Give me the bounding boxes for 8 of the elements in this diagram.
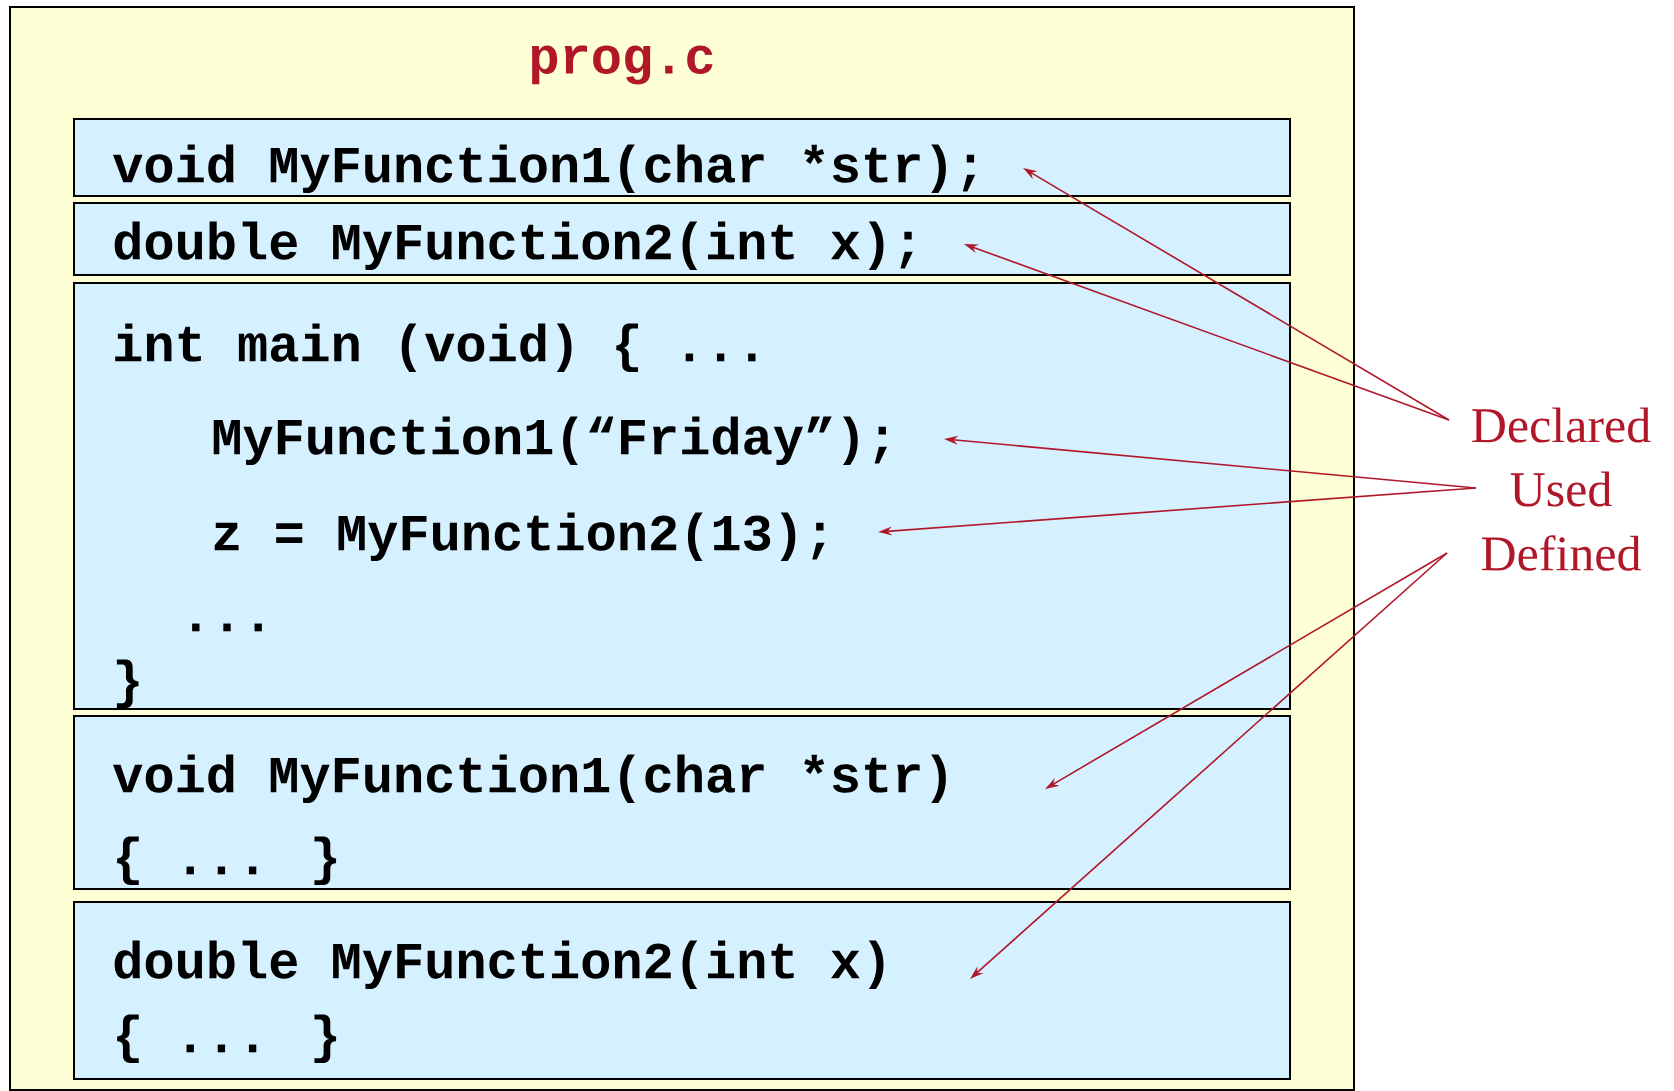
code-box: int main (void) { ... MyFunction1(“Friday”); z = MyFunction2(13); ... } [73,282,1291,710]
code-box: double MyFunction2(int x) { ... } [73,901,1291,1080]
code-box: void MyFunction1(char *str) { ... } [73,715,1291,890]
callout-label: Defined [1481,535,1641,571]
callout-label: Used [1510,471,1612,507]
code-box: double MyFunction2(int x); [73,202,1291,276]
code-box: void MyFunction1(char *str); [73,118,1291,197]
callout-label: Declared [1472,407,1651,443]
